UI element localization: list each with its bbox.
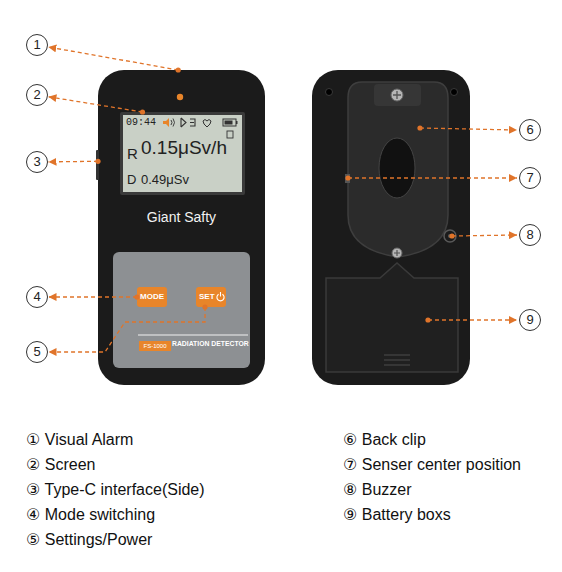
screw-slot (394, 250, 400, 256)
callout-text: 4 (33, 290, 40, 305)
unit-icon (190, 119, 195, 126)
leader-line (452, 235, 517, 236)
part-list-label: ④ Mode switching (26, 506, 155, 524)
buzzer-grille (444, 230, 456, 242)
battery-tip (236, 121, 238, 124)
callout-text: 2 (33, 88, 40, 103)
clock-text: 09:44 (126, 117, 156, 129)
part-list-label: ① Visual Alarm (26, 431, 133, 449)
leader-line (420, 128, 517, 130)
button-text: MODE (140, 292, 164, 301)
screw-slot (393, 91, 401, 99)
log-icon (227, 131, 233, 138)
callout-text: 9 (526, 313, 533, 328)
part-list-label: ② Screen (26, 456, 95, 474)
part-list-label: ⑧ Buzzer (343, 481, 412, 499)
callout-number: 3 (26, 151, 48, 173)
sound-icon (163, 118, 169, 127)
part-list-label: ⑤ Settings/Power (26, 531, 152, 549)
corner-hole (451, 89, 458, 96)
part-list-label: ⑥ Back clip (343, 431, 426, 449)
button-text: SET (199, 292, 215, 301)
power-icon-bar (220, 292, 221, 297)
sensor-mark (345, 174, 350, 183)
clip-clamp (374, 84, 421, 106)
battery-level (225, 121, 233, 125)
leader-dot (425, 317, 430, 322)
brand-text: Giant Safty (147, 209, 216, 225)
leader-connector (49, 161, 99, 163)
button-panel: RADIATION DETECTOR MODE SET FS-1000 (113, 252, 250, 368)
leader-dot (345, 175, 350, 180)
leader-dot (449, 233, 454, 238)
divider-line (138, 335, 248, 336)
callout-number: 8 (519, 224, 541, 246)
set-power-button: SET (196, 287, 226, 307)
part-list-label: ⑨ Battery boxs (343, 506, 451, 524)
lcd-screen: 09:44R0.15μSv/hD 0.49μSv (120, 112, 245, 195)
total-dose-value: 0.49μSv (141, 173, 189, 188)
callout-text: 6 (526, 123, 533, 138)
screw (392, 248, 402, 258)
callout-text: 5 (33, 345, 40, 360)
callout-text: 7 (526, 171, 533, 186)
callout-number: 2 (26, 84, 48, 106)
callout-number: 4 (26, 286, 48, 308)
battery-icon (223, 119, 236, 126)
callout-text: 1 (33, 38, 40, 53)
type-c-port (96, 150, 99, 180)
part-list-label: ③ Type-C interface(Side) (26, 481, 205, 499)
heart-icon (203, 120, 211, 128)
device-front-housing: Giant Safty 09:44R0.15μSv/hD 0.49μSvRADIAT… (98, 70, 265, 385)
model-caption: RADIATION DETECTOR (172, 340, 249, 348)
callout-number: 1 (26, 34, 48, 56)
dose-rate-value: 0.15μSv/h (141, 137, 227, 159)
clip-hole (379, 138, 415, 198)
leader-connector (48, 47, 178, 70)
callout-text: 3 (33, 155, 40, 170)
mode-button: MODE (137, 287, 167, 307)
reading-label: D (127, 173, 136, 188)
callout-text: 8 (526, 228, 533, 243)
device-back-housing (312, 70, 470, 385)
reading-label: R (127, 145, 138, 162)
callout-number: 5 (26, 341, 48, 363)
cover-grip (384, 355, 410, 365)
back-clip (348, 82, 448, 257)
leader-line (348, 177, 517, 178)
callout-number: 7 (519, 167, 541, 189)
battery-cover (326, 263, 458, 372)
mode-icon (181, 118, 186, 127)
alarm-led (177, 94, 183, 100)
screw (391, 89, 403, 101)
leader-line (428, 319, 517, 320)
callout-number: 9 (519, 309, 541, 331)
callout-number: 6 (519, 119, 541, 141)
corner-hole (326, 89, 333, 96)
sound-wave (171, 119, 175, 127)
node-decoration (113, 252, 250, 368)
model-tag: FS-1000 (139, 341, 171, 351)
part-list-label: ⑦ Senser center position (343, 456, 521, 474)
model-number: FS-1000 (143, 343, 166, 350)
leader-dot (417, 125, 422, 130)
